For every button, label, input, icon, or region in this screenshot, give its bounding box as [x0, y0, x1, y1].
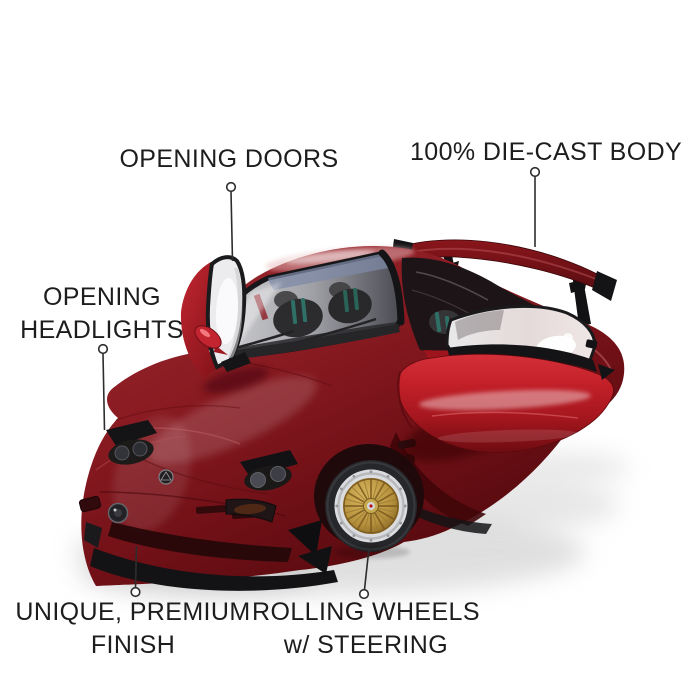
leader-line-finish	[134, 545, 138, 588]
leader-line-headlights	[102, 353, 106, 431]
canard-upper	[288, 520, 322, 556]
leader-lines	[97, 166, 541, 600]
leader-dot-wheels	[358, 588, 370, 600]
fog-lamp	[107, 502, 129, 524]
windshield	[203, 249, 405, 362]
leader-line-doors	[230, 191, 234, 262]
door-edge-panel	[180, 260, 229, 378]
callout-rolling-wheels-line2: w/ STEERING	[283, 631, 449, 659]
callout-opening-doors-text: OPENING DOORS	[119, 145, 339, 173]
a-pillar	[378, 249, 405, 326]
side-mirror	[194, 325, 228, 355]
callout-opening-headlights: OPENING HEADLIGHTS	[2, 281, 202, 347]
front-splitter	[90, 548, 338, 591]
driver-door	[180, 255, 269, 394]
callout-premium-finish: UNIQUE, PREMIUM FINISH	[8, 596, 258, 662]
leader-dot-doors	[225, 181, 237, 193]
callout-die-cast-body-text: 100% DIE-CAST BODY	[410, 138, 683, 166]
popup-headlight-left	[106, 420, 157, 465]
front-wheel	[314, 444, 424, 559]
turn-signal-left	[78, 495, 102, 513]
callout-rolling-wheels-line1: ROLLING WHEELS	[252, 598, 480, 626]
callout-rolling-wheels: ROLLING WHEELS w/ STEERING	[241, 596, 491, 662]
callout-premium-finish-line1: UNIQUE, PREMIUM	[15, 598, 251, 626]
callout-premium-finish-line2: FINISH	[90, 631, 176, 659]
leader-dot-headlights	[97, 343, 109, 355]
popup-headlight-right	[240, 450, 298, 491]
front-fascia	[78, 420, 338, 591]
canard-lower	[298, 546, 332, 574]
callout-opening-doors: OPENING DOORS	[104, 143, 354, 176]
mazda-badge	[158, 469, 174, 485]
callout-die-cast-body: 100% DIE-CAST BODY	[410, 136, 683, 169]
callout-opening-headlights-line2: HEADLIGHTS	[20, 316, 184, 344]
callout-opening-headlights-line1: OPENING	[42, 283, 162, 311]
passenger-door	[396, 304, 615, 462]
leader-dot-finish	[130, 586, 141, 598]
front-harness-straps	[290, 287, 360, 325]
leader-dot-diecast	[529, 166, 541, 178]
leader-line-wheels	[363, 547, 370, 590]
